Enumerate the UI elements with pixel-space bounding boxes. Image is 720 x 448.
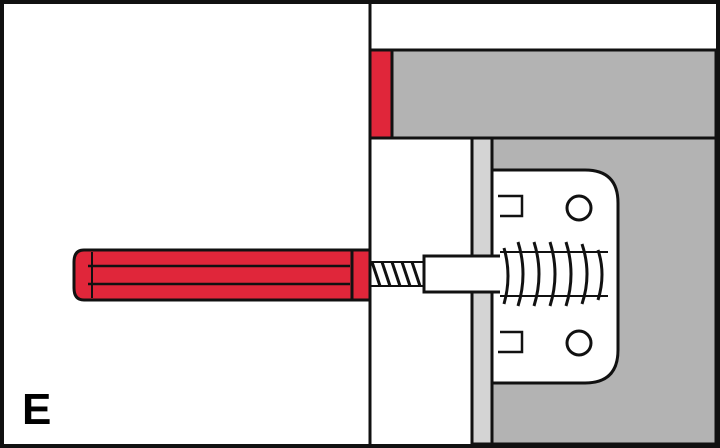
edge-strip	[368, 48, 394, 140]
bracket-hole-bottom	[565, 329, 593, 357]
step-label: E	[22, 385, 52, 434]
bracket-hole-top	[565, 194, 593, 222]
screw	[370, 241, 608, 307]
wall-plug	[72, 248, 372, 302]
cabinet-top-panel	[368, 48, 718, 140]
